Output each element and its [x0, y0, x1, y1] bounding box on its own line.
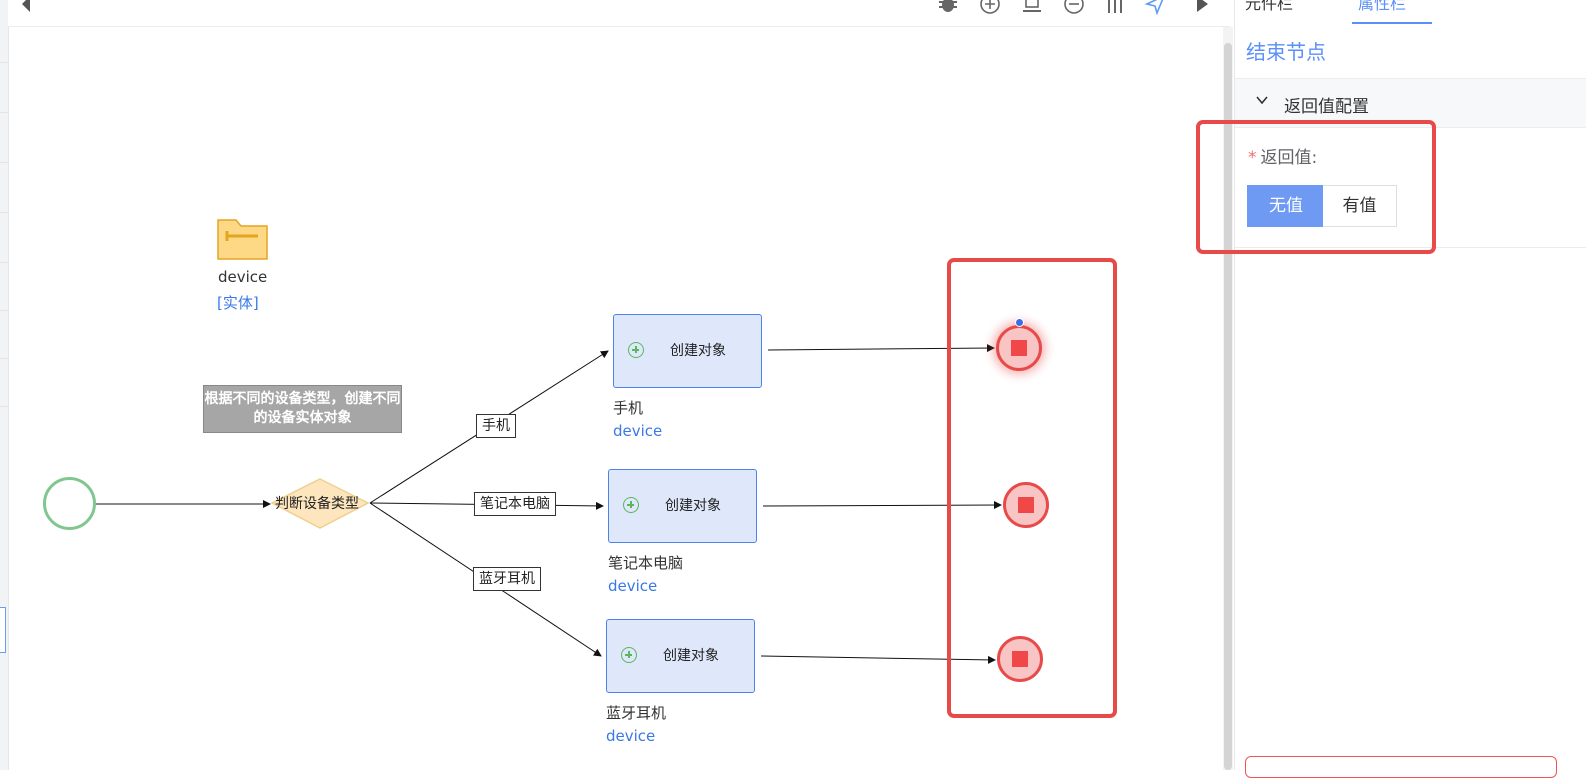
toolbar — [8, 0, 1230, 27]
sidebar-collapse-tab[interactable] — [0, 607, 6, 653]
node-caption: 手机 — [613, 399, 644, 417]
folder-icon — [217, 219, 268, 260]
scrollbar-thumb[interactable] — [1224, 43, 1232, 770]
left-sidebar-strip — [0, 0, 9, 770]
columns-icon[interactable] — [1103, 0, 1127, 16]
section-title: 返回值配置 — [1284, 97, 1369, 117]
active-tab-indicator — [1352, 22, 1432, 24]
stop-icon — [1018, 497, 1034, 513]
node-subcaption: device — [608, 577, 658, 595]
panel-bottom-box — [1245, 756, 1557, 778]
property-panel: 元件栏 属性栏 结束节点 返回值配置 *返回值: 无值 有值 — [1234, 0, 1586, 778]
send-icon[interactable] — [1143, 0, 1167, 16]
node-label: 创建对象 — [663, 648, 719, 664]
entity-tag: [实体] — [217, 294, 259, 312]
branch-label-phone[interactable]: 手机 — [476, 414, 516, 438]
connection-handle[interactable] — [1015, 318, 1024, 327]
create-object-node-earphone[interactable]: 创建对象 — [606, 619, 755, 693]
node-caption: 笔记本电脑 — [608, 554, 684, 572]
back-arrow-icon[interactable] — [14, 0, 38, 16]
stop-icon — [1012, 651, 1028, 667]
tab-components[interactable]: 元件栏 — [1245, 0, 1294, 13]
stop-icon — [1011, 340, 1027, 356]
required-asterisk: * — [1248, 148, 1257, 168]
divider — [0, 112, 8, 113]
node-label: 创建对象 — [670, 343, 726, 359]
start-node[interactable] — [43, 477, 96, 530]
section-return-config[interactable]: 返回值配置 — [1235, 78, 1586, 128]
comment-note[interactable]: 根据不同的设备类型，创建不同的设备实体对象 — [203, 385, 402, 433]
chevron-down-icon — [1255, 93, 1269, 111]
panel-title: 结束节点 — [1246, 40, 1326, 64]
branch-label-earphone[interactable]: 蓝牙耳机 — [473, 567, 541, 591]
divider — [0, 212, 8, 213]
end-node-1[interactable] — [996, 325, 1042, 371]
option-has-value[interactable]: 有值 — [1323, 185, 1397, 227]
plus-circle-icon — [621, 647, 637, 663]
node-label: 创建对象 — [665, 498, 721, 514]
divider — [0, 406, 8, 407]
gateway-node[interactable]: 判断设备类型 — [275, 496, 359, 512]
comment-text: 根据不同的设备类型，创建不同的设备实体对象 — [204, 391, 401, 426]
fit-icon[interactable] — [1020, 0, 1044, 16]
gateway-diamond — [270, 478, 370, 529]
divider — [0, 358, 8, 359]
end-node-2[interactable] — [1003, 482, 1049, 528]
end-node-3[interactable] — [997, 636, 1043, 682]
plus-circle-icon — [628, 342, 644, 358]
zoom-out-icon[interactable] — [1062, 0, 1086, 16]
node-subcaption: device — [613, 422, 663, 440]
create-object-node-phone[interactable]: 创建对象 — [613, 314, 762, 388]
divider — [0, 310, 8, 311]
flow-connectors — [62, 219, 1002, 664]
entity-name[interactable]: device — [218, 268, 268, 286]
divider — [0, 262, 8, 263]
canvas-scrollbar[interactable] — [1223, 27, 1233, 770]
play-icon[interactable] — [1190, 0, 1214, 16]
return-value-label: *返回值: — [1248, 143, 1317, 168]
node-caption: 蓝牙耳机 — [606, 704, 667, 722]
plus-circle-icon — [623, 497, 639, 513]
zoom-in-icon[interactable] — [978, 0, 1002, 16]
field-label-text: 返回值: — [1260, 148, 1318, 168]
divider — [0, 62, 8, 63]
branch-label-laptop[interactable]: 笔记本电脑 — [474, 492, 556, 516]
bug-icon[interactable] — [936, 0, 960, 16]
tab-properties[interactable]: 属性栏 — [1358, 0, 1407, 13]
section-body: *返回值: 无值 有值 — [1235, 127, 1586, 248]
highlight-box-return-config — [1196, 120, 1436, 254]
option-no-value[interactable]: 无值 — [1247, 185, 1325, 227]
create-object-node-laptop[interactable]: 创建对象 — [608, 469, 757, 543]
highlight-box-end-nodes — [947, 258, 1117, 718]
node-subcaption: device — [606, 727, 656, 745]
divider — [0, 162, 8, 163]
